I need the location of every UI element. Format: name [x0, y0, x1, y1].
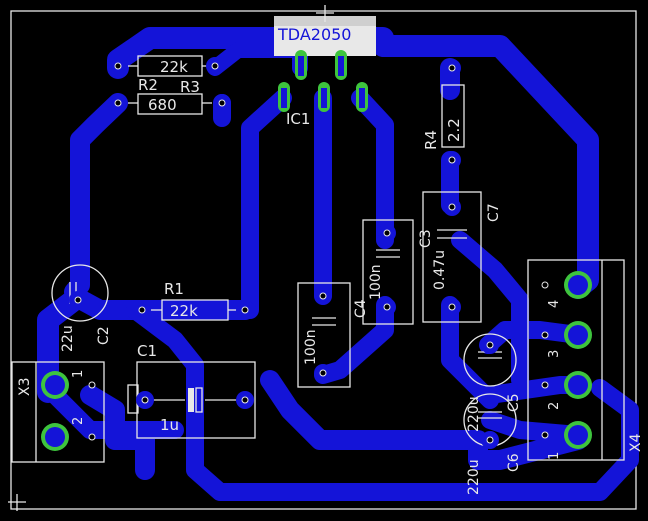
r2-value: 22k	[160, 58, 188, 76]
c6-ref: C6	[506, 453, 522, 472]
c4-value: 100n	[368, 264, 384, 300]
r3-resistor: 680 R3	[109, 78, 231, 115]
x3-connector: X3 1 2	[11, 361, 105, 463]
x4-pin1: 1	[547, 452, 562, 460]
x4-pin4: 4	[547, 300, 562, 308]
r4-resistor: 2.2 R4	[422, 59, 465, 169]
origin-marks	[8, 5, 334, 511]
r2-ref: R2	[138, 76, 158, 94]
r4-value: 2.2	[445, 118, 463, 142]
r3-body	[137, 93, 203, 115]
c2-ref: C2	[96, 326, 112, 345]
c4-ref: C4	[353, 299, 369, 318]
c5-value: 220u	[466, 396, 482, 432]
r1-ref: R1	[164, 280, 184, 298]
c5-capacitor: 220u C5	[463, 333, 522, 432]
x4-pin3: 3	[547, 350, 562, 358]
c1-capacitor: 1u C1	[127, 342, 256, 439]
r3-ref: R3	[180, 78, 200, 96]
ic1-pins	[278, 50, 368, 112]
copper-traces	[37, 27, 639, 501]
x3-pin2: 2	[71, 417, 86, 425]
c3-value: 0.47u	[432, 250, 448, 290]
c4b-capacitor: 100n	[297, 282, 351, 388]
c2-capacitor: 22u C2	[51, 264, 112, 352]
x4-connector: X4 4 3 2 1	[527, 259, 644, 461]
r2-resistor: 22k R2	[109, 55, 224, 94]
x4-ref: X4	[628, 433, 644, 452]
c2-value: 22u	[60, 325, 76, 352]
ic1-value: TDA2050	[277, 25, 351, 44]
r1-resistor: 22k R1	[133, 280, 254, 321]
ic1-ref: IC1	[286, 110, 310, 128]
c4b-value: 100n	[303, 329, 319, 365]
x4-pin2: 2	[547, 402, 562, 410]
board-outline	[10, 10, 637, 510]
c1-ref: C1	[137, 342, 157, 360]
r1-value: 22k	[170, 302, 198, 320]
c3-capacitor: 0.47u C3 C7	[418, 191, 502, 323]
c6-value: 220u	[466, 459, 482, 495]
c5-ref: C5	[506, 393, 522, 412]
r4-ref: R4	[422, 130, 440, 150]
c7-ref: C7	[486, 203, 502, 222]
r3-value: 680	[148, 96, 177, 114]
c6-capacitor: 220u C6	[463, 393, 522, 495]
c3-ref: C3	[418, 229, 434, 248]
x3-ref: X3	[17, 378, 33, 397]
r4-body	[441, 84, 465, 148]
x3-pin1: 1	[71, 370, 86, 378]
c1-value: 1u	[160, 416, 179, 434]
c4-capacitor: 100n C4	[353, 219, 414, 325]
